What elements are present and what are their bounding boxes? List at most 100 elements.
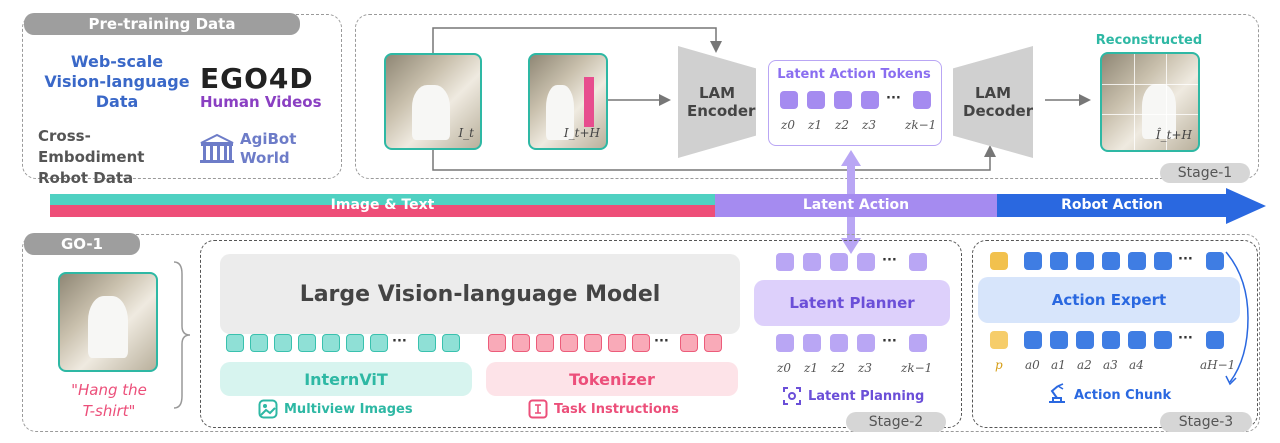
text-token-4 xyxy=(584,334,602,352)
planner-in-token-2 xyxy=(830,253,848,271)
web-scale-data-label: Web-scale Vision-language Data xyxy=(44,52,190,111)
pretraining-tag: Pre-training Data xyxy=(24,13,300,35)
latent-action-tokens-box xyxy=(768,60,942,146)
token-label-z0: z0 xyxy=(781,118,795,132)
text-token-5 xyxy=(608,334,626,352)
text-token-7 xyxy=(680,334,698,352)
token-ellipsis: ··· xyxy=(886,91,901,106)
timeline-latent-action-label: Latent Action xyxy=(802,197,910,213)
action-out-token-1 xyxy=(1050,331,1068,349)
token-label-z3: z3 xyxy=(862,118,876,132)
action-out-token-0 xyxy=(1024,331,1042,349)
planner-out-token-0 xyxy=(776,334,794,352)
token-zk xyxy=(913,91,931,109)
go1-tag: GO-1 xyxy=(24,233,140,255)
token-z3 xyxy=(861,91,879,109)
action-out-token-4 xyxy=(1128,331,1146,349)
action-in-token-1 xyxy=(1050,252,1068,270)
planner-out-token-k xyxy=(909,334,927,352)
image-token-4 xyxy=(322,334,340,352)
task-instructions-label: Task Instructions xyxy=(554,402,679,417)
latent-planning-label: Latent Planning xyxy=(808,389,925,404)
planner-label-zk: zk−1 xyxy=(901,361,933,375)
timeline-arrowhead xyxy=(1226,188,1266,224)
action-label-a1: a1 xyxy=(1051,358,1066,372)
stage2-tag: Stage-2 xyxy=(846,412,946,432)
token-label-z2: z2 xyxy=(835,118,849,132)
action-label-a4: a4 xyxy=(1129,358,1144,372)
multiview-images-label: Multiview Images xyxy=(284,402,413,417)
planner-label-z3: z3 xyxy=(858,361,872,375)
planner-label-z1: z1 xyxy=(804,361,818,375)
image-token-8 xyxy=(442,334,460,352)
task-instruction-text: "Hang the T-shirt" xyxy=(71,381,147,420)
timeline-latent-action xyxy=(715,194,997,217)
agibot-world-label: AgiBot World xyxy=(240,130,297,167)
image-token-2 xyxy=(274,334,292,352)
timeline-image-text-teal xyxy=(50,194,715,205)
action-in-proprio xyxy=(990,252,1008,270)
action-label-a2: a2 xyxy=(1077,358,1092,372)
text-token-8 xyxy=(704,334,722,352)
text-token-6 xyxy=(632,334,650,352)
action-out-token-h xyxy=(1206,331,1224,349)
image-token-5 xyxy=(346,334,364,352)
action-in-token-0 xyxy=(1024,252,1042,270)
token-label-z1: z1 xyxy=(808,118,822,132)
go1-panel xyxy=(22,234,1260,432)
latent-action-tokens-title: Latent Action Tokens xyxy=(777,67,931,82)
internvit-block: InternViT xyxy=(220,362,472,396)
token-z1 xyxy=(807,91,825,109)
planner-in-token-k xyxy=(909,253,927,271)
robot-arm-icon xyxy=(1046,382,1068,408)
text-token-0 xyxy=(488,334,506,352)
timeline-image-text-pink xyxy=(50,205,715,217)
latent-planning-icon xyxy=(782,386,802,410)
text-token-1 xyxy=(512,334,530,352)
image-token-3 xyxy=(298,334,316,352)
token-z0 xyxy=(780,91,798,109)
token-label-zk: zk−1 xyxy=(905,118,937,132)
task-instructions-icon xyxy=(528,399,548,423)
latent-planner-block: Latent Planner xyxy=(754,280,950,326)
action-label-a0: a0 xyxy=(1025,358,1040,372)
action-out-token-2 xyxy=(1076,331,1094,349)
image-token-7 xyxy=(418,334,436,352)
timeline-image-text-label: Image & Text xyxy=(330,197,435,213)
action-in-ellipsis: ··· xyxy=(1178,252,1193,267)
action-out-ellipsis: ··· xyxy=(1178,331,1193,346)
stage1-panel xyxy=(355,14,1259,179)
planner-in-token-3 xyxy=(857,253,875,271)
action-out-token-3 xyxy=(1102,331,1120,349)
reconstructed-label: Reconstructed xyxy=(1095,33,1203,48)
frame-future: I_t+H xyxy=(528,53,608,150)
action-label-ah: aH−1 xyxy=(1200,358,1236,372)
action-chunk-label: Action Chunk xyxy=(1074,388,1172,403)
frame-reconstructed: Î_t+H xyxy=(1100,52,1200,152)
action-in-token-2 xyxy=(1076,252,1094,270)
timeline-robot-action xyxy=(997,194,1227,217)
action-label-p: p xyxy=(995,358,1003,372)
multiview-images-icon xyxy=(258,399,278,423)
action-out-token-5 xyxy=(1154,331,1172,349)
planner-in-token-1 xyxy=(803,253,821,271)
human-videos-label: Human Videos xyxy=(200,93,322,111)
planner-out-ellipsis: ··· xyxy=(882,334,897,349)
go1-observation-frame xyxy=(58,272,158,372)
vlm-block: Large Vision-language Model xyxy=(220,254,740,334)
action-expert-block: Action Expert xyxy=(978,277,1240,323)
image-token-ellipsis: ··· xyxy=(392,334,407,349)
tokenizer-block: Tokenizer xyxy=(486,362,738,396)
planner-out-token-1 xyxy=(803,334,821,352)
action-in-token-h xyxy=(1206,252,1224,270)
image-token-0 xyxy=(226,334,244,352)
planner-label-z0: z0 xyxy=(777,361,791,375)
denoise-loop-arrow xyxy=(1225,251,1249,386)
planner-label-z2: z2 xyxy=(831,361,845,375)
action-out-proprio xyxy=(990,331,1008,349)
text-token-ellipsis: ··· xyxy=(654,334,669,349)
action-in-token-5 xyxy=(1154,252,1172,270)
action-in-token-4 xyxy=(1128,252,1146,270)
planner-out-token-2 xyxy=(830,334,848,352)
stage1-tag: Stage-1 xyxy=(1160,163,1250,183)
